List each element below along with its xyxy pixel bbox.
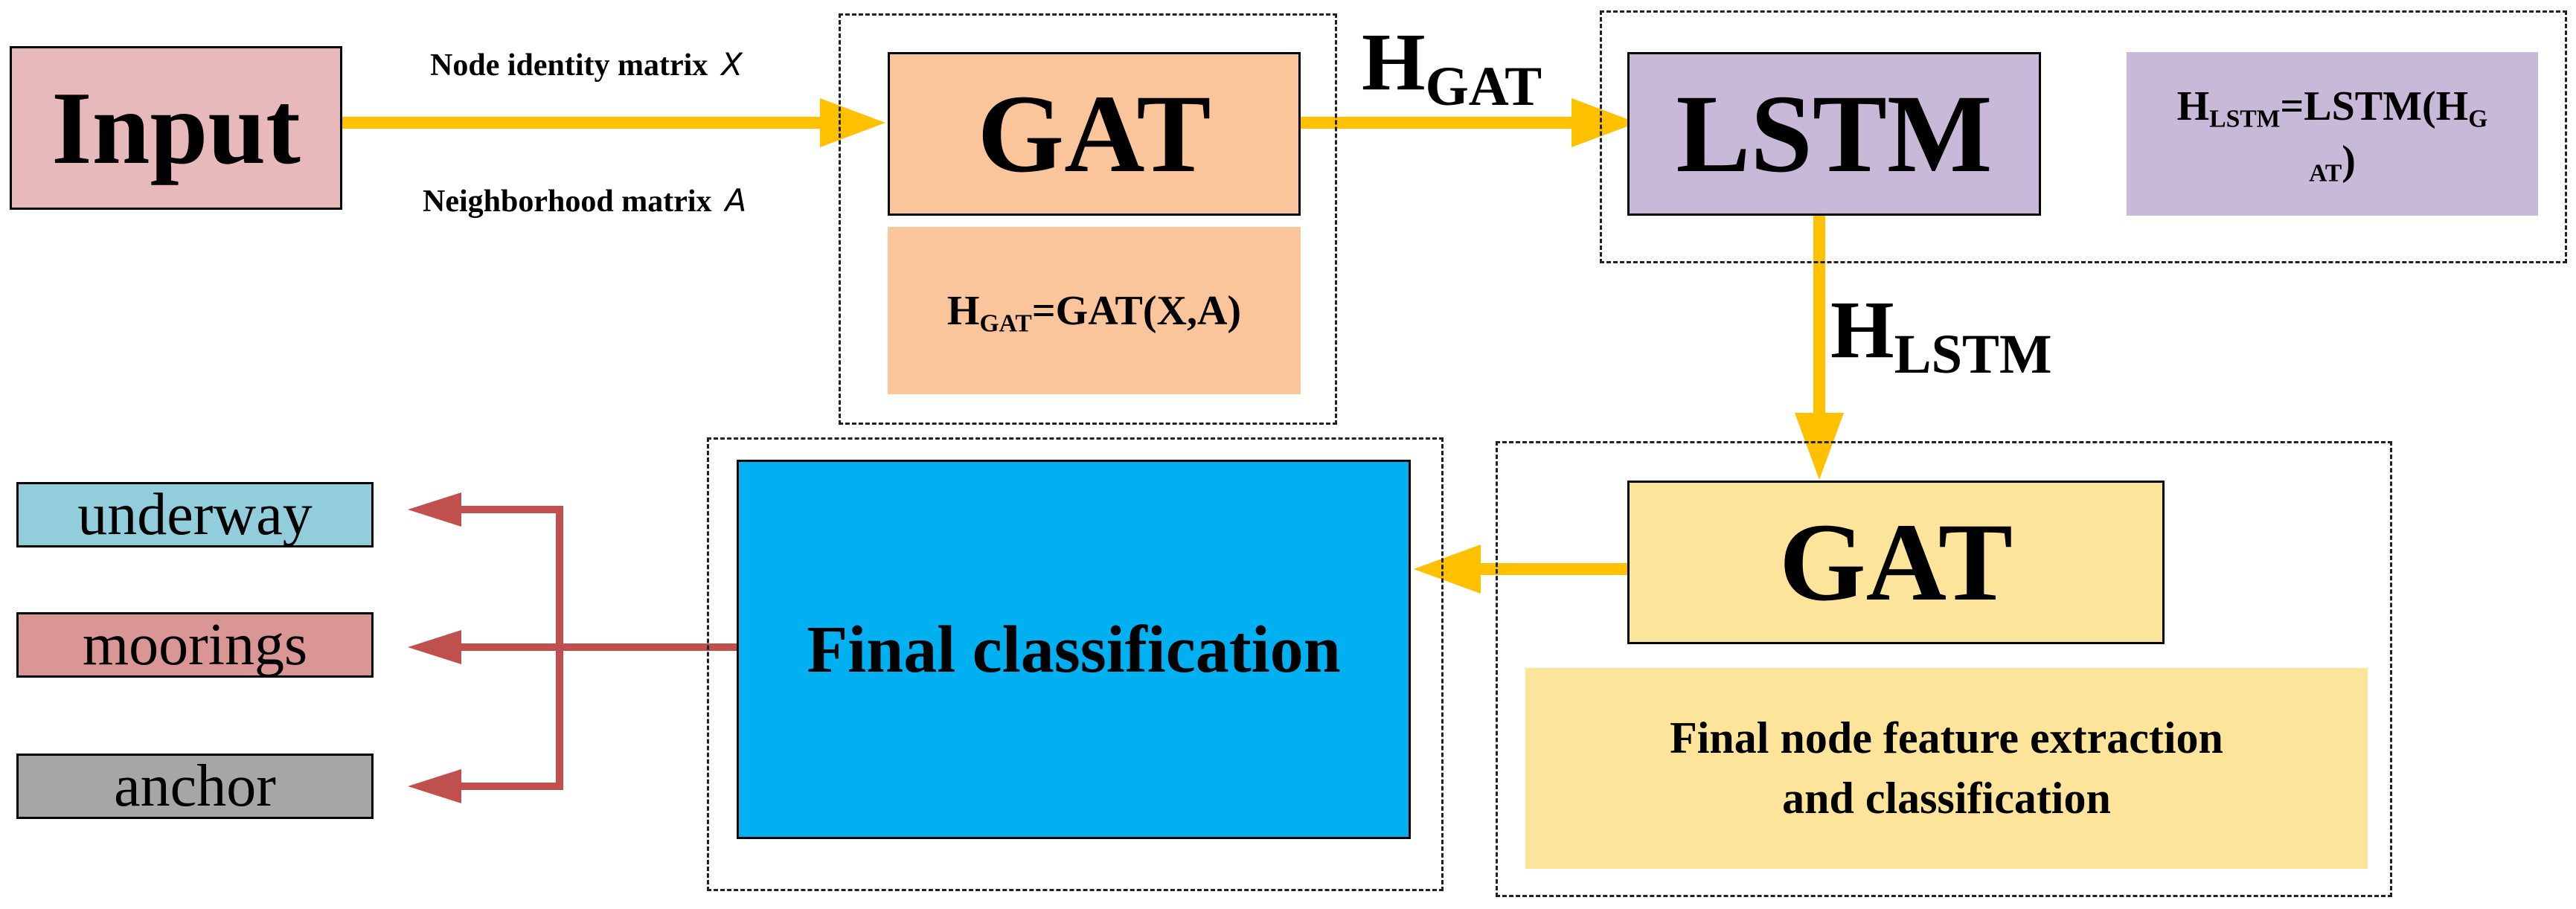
gat-final-desc-line1: Final node feature extraction bbox=[1670, 713, 2223, 762]
gat-final-label: GAT bbox=[1779, 501, 2013, 624]
class-underway-box: underway bbox=[16, 482, 374, 547]
class-anchor-box: anchor bbox=[16, 754, 374, 819]
h-gat-label: HGAT bbox=[1362, 16, 1542, 118]
arrowhead-lstm-to-gat2 bbox=[1795, 413, 1844, 480]
lstm-group bbox=[1600, 10, 2567, 263]
gat-final-desc-line2: and classification bbox=[1782, 774, 2111, 823]
lstm-box: LSTM bbox=[1627, 52, 2041, 216]
final-classification-box: Final classification bbox=[737, 460, 1411, 839]
arrowhead-anchor bbox=[408, 769, 461, 803]
class-moorings-box: moorings bbox=[16, 612, 374, 678]
gat-box: GAT bbox=[888, 52, 1301, 216]
gat-final-desc-box: Final node feature extraction and classi… bbox=[1525, 668, 2368, 869]
lstm-label: LSTM bbox=[1676, 72, 1993, 196]
gat-final-box: GAT bbox=[1627, 481, 2165, 644]
class-underway-label: underway bbox=[77, 481, 313, 547]
final-classification-group bbox=[707, 437, 1444, 891]
h-lstm-label: HLSTM bbox=[1830, 284, 2052, 385]
gat-formula: HGAT=GAT(X,A) bbox=[946, 287, 1242, 337]
class-moorings-label: moorings bbox=[82, 611, 308, 678]
arrowhead-underway bbox=[408, 492, 461, 527]
input-label: Input bbox=[51, 70, 301, 186]
final-gat-group bbox=[1496, 441, 2392, 897]
gat-label: GAT bbox=[977, 72, 1211, 196]
arrowhead-moorings bbox=[408, 630, 461, 664]
class-anchor-label: anchor bbox=[114, 753, 276, 819]
arrowhead-gat2-to-final bbox=[1414, 545, 1481, 594]
gat-group bbox=[839, 13, 1337, 425]
final-classification-label: Final classification bbox=[807, 612, 1341, 687]
input-box: Input bbox=[10, 46, 342, 210]
arrowhead-input-to-gat bbox=[820, 98, 885, 147]
gat-formula-box: HGAT=GAT(X,A) bbox=[888, 227, 1301, 394]
arrowhead-gat-to-lstm bbox=[1571, 98, 1637, 147]
